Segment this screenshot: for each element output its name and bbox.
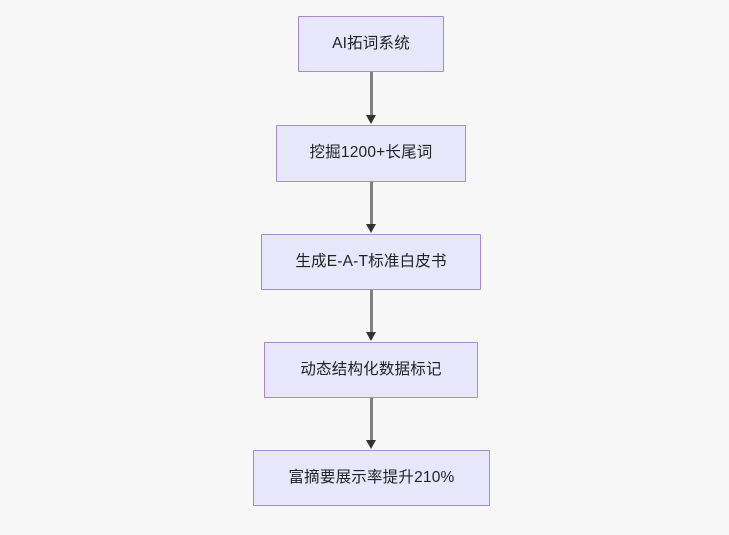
flow-edge-line-2	[369, 290, 373, 334]
flow-node-generate-eat-whitepaper[interactable]: 生成E-A-T标准白皮书	[261, 234, 481, 290]
flow-edge-line-0	[369, 72, 373, 117]
down-arrow-icon	[365, 224, 376, 233]
flow-node-label: 挖掘1200+长尾词	[309, 144, 433, 162]
flow-edge-line-3	[369, 398, 373, 442]
flow-edge-line-1	[369, 182, 373, 226]
down-arrow-icon	[365, 115, 376, 124]
flow-node-label: 生成E-A-T标准白皮书	[295, 252, 447, 270]
flow-node-mine-longtail-keywords[interactable]: 挖掘1200+长尾词	[276, 125, 466, 182]
flow-node-label: AI拓词系统	[332, 34, 410, 52]
flow-node-label: 富摘要展示率提升210%	[288, 468, 455, 486]
flow-node-rich-snippet-impression-lift[interactable]: 富摘要展示率提升210%	[253, 450, 490, 506]
flow-node-ai-keyword-system[interactable]: AI拓词系统	[298, 16, 444, 72]
flow-node-label: 动态结构化数据标记	[300, 360, 442, 378]
down-arrow-icon	[365, 332, 376, 341]
flow-node-dynamic-structured-data-markup[interactable]: 动态结构化数据标记	[264, 342, 478, 398]
down-arrow-icon	[365, 440, 376, 449]
